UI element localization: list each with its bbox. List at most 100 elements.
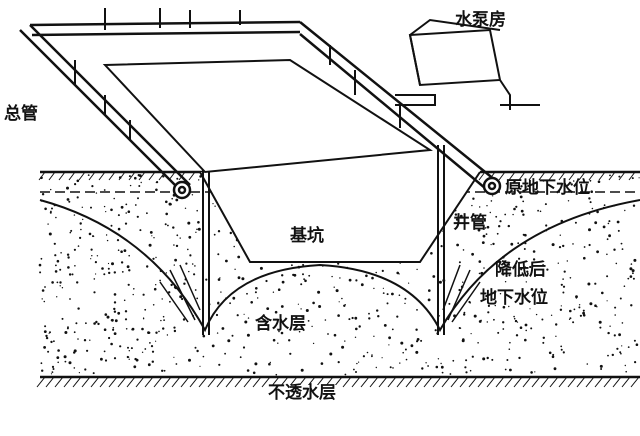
- soil-dot: [40, 362, 43, 365]
- soil-dot: [179, 237, 181, 239]
- soil-dot: [124, 318, 128, 321]
- soil-dot: [104, 359, 108, 362]
- soil-dot: [560, 345, 563, 348]
- soil-dot: [257, 297, 259, 299]
- soil-dot: [274, 310, 278, 314]
- soil-dot: [502, 321, 505, 324]
- soil-dot: [182, 318, 186, 321]
- soil-dot: [237, 255, 241, 259]
- soil-dot: [41, 298, 43, 300]
- soil-dot: [524, 323, 528, 327]
- soil-dot: [56, 281, 59, 284]
- soil-dot: [362, 355, 365, 358]
- soil-dot: [492, 195, 494, 197]
- soil-dot: [569, 277, 572, 279]
- soil-dot: [106, 315, 110, 319]
- soil-dot: [566, 260, 568, 262]
- soil-dot: [465, 359, 468, 362]
- soil-dot: [113, 293, 117, 296]
- soil-dot: [202, 334, 206, 338]
- soil-dot: [91, 255, 93, 257]
- soil-dot: [392, 367, 394, 369]
- soil-dot: [142, 293, 145, 296]
- soil-dot: [458, 261, 461, 264]
- soil-dot: [85, 322, 87, 325]
- soil-dot: [613, 248, 616, 251]
- soil-dot: [477, 342, 479, 344]
- soil-dot: [229, 302, 232, 305]
- soil-dot: [61, 317, 64, 320]
- soil-dot: [103, 189, 106, 191]
- soil-dot: [546, 268, 549, 271]
- header-pipe-system: [19, 20, 502, 200]
- soil-dot: [333, 286, 335, 288]
- soil-dot: [598, 320, 602, 324]
- soil-dot: [537, 274, 539, 276]
- soil-dot: [371, 355, 373, 358]
- soil-dot: [504, 213, 507, 216]
- soil-dot: [578, 306, 581, 309]
- well-pipe-label: 井管: [453, 213, 487, 233]
- soil-dot: [472, 197, 475, 200]
- soil-dot: [233, 245, 235, 248]
- left-well-pipe: [202, 150, 210, 335]
- soil-dot: [375, 271, 378, 274]
- soil-dot: [114, 319, 118, 323]
- soil-dot: [562, 244, 565, 248]
- soil-dot: [524, 266, 527, 268]
- soil-dot: [93, 291, 96, 294]
- soil-dot: [587, 282, 591, 286]
- soil-dot: [63, 355, 67, 359]
- soil-dot: [560, 283, 563, 286]
- soil-dot: [69, 298, 71, 300]
- soil-dot: [631, 177, 634, 180]
- soil-dot: [529, 308, 531, 310]
- soil-dot: [47, 223, 49, 225]
- soil-dot: [187, 221, 191, 225]
- soil-dot: [241, 277, 245, 281]
- soil-dot: [616, 220, 620, 224]
- soil-dot: [597, 180, 601, 183]
- soil-dot: [589, 302, 593, 306]
- soil-dot: [381, 269, 384, 272]
- soil-dot: [477, 228, 481, 232]
- soil-dot: [449, 373, 452, 375]
- soil-dot: [94, 261, 97, 264]
- soil-dot: [344, 373, 347, 376]
- soil-dot: [491, 358, 494, 361]
- soil-dot: [438, 280, 442, 284]
- soil-dot: [105, 211, 107, 213]
- soil-dot: [120, 250, 123, 253]
- soil-dot: [304, 279, 307, 283]
- soil-dot: [553, 367, 557, 371]
- soil-dot: [67, 326, 69, 328]
- soil-dot: [225, 259, 228, 263]
- soil-dot: [128, 350, 130, 352]
- soil-dot: [188, 358, 191, 362]
- soil-dot: [59, 281, 62, 284]
- soil-dot: [630, 304, 633, 307]
- soil-dot: [166, 334, 169, 336]
- soil-dot: [582, 311, 585, 315]
- soil-dot: [376, 309, 379, 312]
- soil-dot: [220, 291, 222, 293]
- soil-dot: [506, 359, 509, 361]
- soil-dot: [110, 319, 113, 321]
- soil-dot: [518, 356, 521, 360]
- soil-dot: [97, 322, 100, 326]
- soil-dot: [91, 185, 94, 188]
- soil-dot: [621, 345, 623, 347]
- soil-dot: [95, 273, 97, 275]
- soil-dot: [196, 228, 198, 231]
- soil-dot: [590, 190, 593, 193]
- soil-dot: [351, 316, 354, 320]
- soil-dot: [239, 356, 242, 359]
- soil-dot: [432, 275, 436, 278]
- soil-dot: [146, 212, 148, 215]
- soil-dot: [218, 363, 221, 366]
- soil-dot: [81, 206, 84, 208]
- soil-dot: [83, 339, 87, 342]
- soil-dot: [308, 274, 311, 277]
- soil-dot: [548, 351, 552, 355]
- soil-dot: [211, 344, 215, 348]
